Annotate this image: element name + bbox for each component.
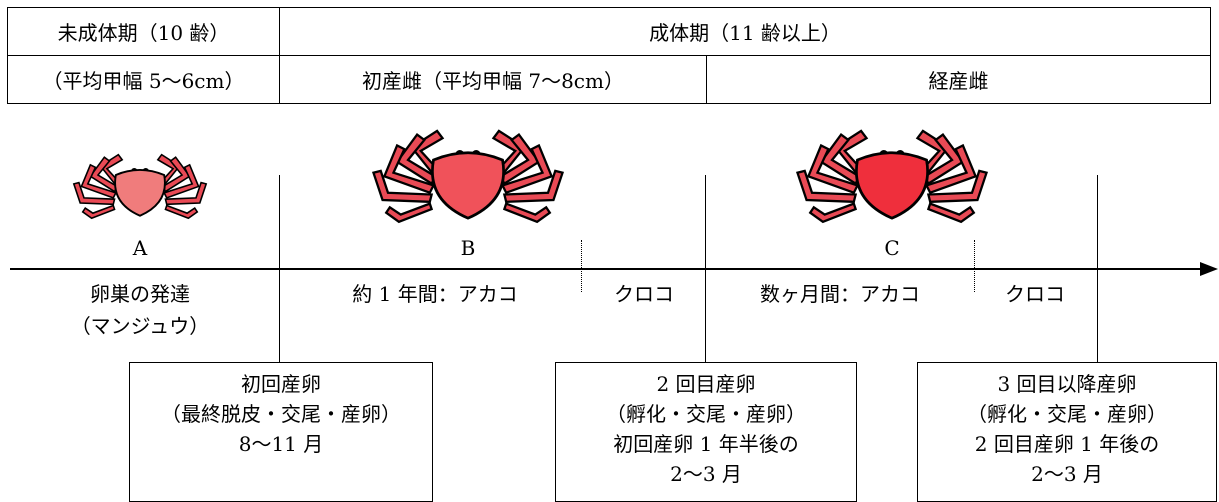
crab-b-icon [372,129,564,223]
multiparous-label: 経産雌 [706,55,1211,104]
divider-primiparous-multiparous [705,175,706,363]
c-red-eggs-label: 数ヶ月間：アカコ [760,282,920,306]
juvenile-width: （平均甲幅 5～6cm） [7,55,280,104]
divider-juvenile-adult [279,175,280,363]
crab-a-icon [73,153,207,220]
divider-b-red-black [581,240,582,292]
c-black-eggs-label: クロコ [1005,282,1065,306]
crab-c-icon [796,129,988,223]
divider-c-red-black [974,240,975,292]
second-spawning-box: 2 回目産卵 （孵化・交尾・産卵） 初回産卵 1 年半後の 2～3 月 [555,362,857,502]
stage-table: 未成体期（10 齢） 成体期（11 齢以上） （平均甲幅 5～6cm） 初産雌（… [7,7,1211,104]
crab-b-label: B [460,236,476,260]
timeline-arrow [10,262,1218,276]
adult-stage-title: 成体期（11 齢以上） [279,7,1211,56]
first-spawning-box: 初回産卵 （最終脱皮・交尾・産卵） 8～11 月 [129,362,433,502]
b-black-eggs-label: クロコ [614,282,674,306]
ovary-development-label: 卵巣の発達 （マンジュウ） [70,282,210,338]
b-red-eggs-label: 約 1 年間：アカコ [352,282,518,306]
primiparous-label: 初産雌（平均甲幅 7～8cm） [279,55,707,104]
crab-c-label: C [884,236,900,260]
crab-a-label: A [132,236,148,260]
juvenile-stage-title: 未成体期（10 齢） [7,7,280,56]
third-spawning-box: 3 回目以降産卵 （孵化・交尾・産卵） 2 回目産卵 1 年後の 2～3 月 [917,362,1217,502]
divider-third-spawn [1097,175,1098,363]
